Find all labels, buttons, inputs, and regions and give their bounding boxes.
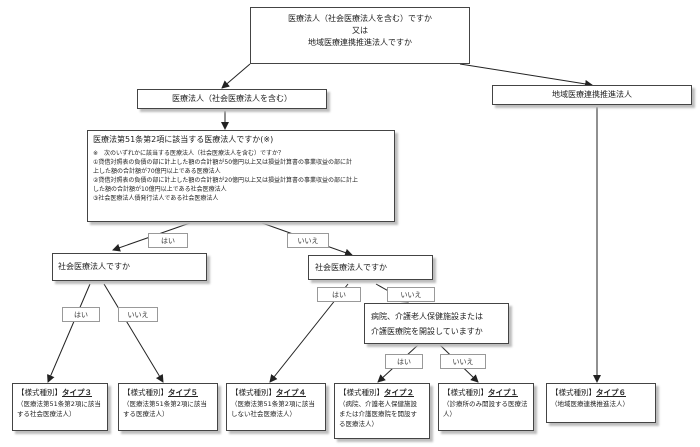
result-type6-note1: （地域医療連携推進法人）	[551, 400, 629, 408]
result-type5-note1: （医療法第51条第2項に該当	[123, 400, 207, 408]
result-type3-note1: （医療法第51条第2項に該当	[17, 400, 101, 408]
result-type2-note3: る医療法人）	[339, 420, 378, 428]
result-type5: 【様式種別】タイプ５ （医療法第51条第2項に該当 する医療法人）	[118, 383, 218, 431]
result-type2-note2: または介護医療院を開設す	[339, 410, 417, 418]
note-line: した額の合計額が10億円以上である社会医療法人	[93, 186, 227, 193]
label-no-social-right: いいえ	[387, 287, 435, 302]
question-top: 医療法人（社会医療法人を含む）ですか 又は 地域医療連携推進法人ですか	[250, 7, 470, 64]
result-type1-note2: 人）	[443, 410, 456, 418]
branch-medical-corporation-label: 医療法人（社会医療法人を含む）	[172, 94, 292, 103]
note-line: 上した額の合計額が70億円以上である医療法人	[93, 168, 221, 175]
branch-medical-corporation: 医療法人（社会医療法人を含む）	[137, 89, 327, 109]
question-social-left-label: 社会医療法人ですか	[58, 262, 130, 271]
result-type6: 【様式種別】タイプ６ （地域医療連携推進法人）	[546, 383, 656, 423]
result-type1-note1: （診療所のみ開設する医療法	[443, 400, 528, 408]
result-type4-note1: （医療法第51条第2項に該当	[231, 400, 315, 408]
note-line: ②貸借対照表の負債の部に計上した額の合計額が20億円以上又は損益計算書の事業収益…	[93, 177, 359, 184]
result-type1-type: タイプ１	[488, 388, 518, 397]
note-line: ※ 次のいずれかに該当する医療法人（社会医療法人を含む）ですか？	[93, 150, 285, 157]
question-hospital-line2: 介護医療院を開設していますか	[371, 327, 483, 336]
result-type5-prefix: 【様式種別】	[123, 388, 168, 397]
result-type3: 【様式種別】タイプ３ （医療法第51条第2項に該当 する社会医療法人）	[12, 383, 108, 431]
result-type2-type: タイプ２	[384, 388, 414, 397]
question-hospital-line1: 病院、介護老人保健施設または	[371, 312, 483, 321]
result-type4-note2: しない社会医療法人）	[231, 410, 296, 418]
branch-regional-alliance-label: 地域医療連携推進法人	[552, 90, 632, 99]
note-line: ①貸借対照表の負債の部に計上した額の合計額が50億円以上又は損益計算書の事業収益…	[93, 159, 353, 166]
result-type4-prefix: 【様式種別】	[231, 388, 276, 397]
result-type6-type: タイプ６	[596, 388, 626, 397]
question-social-right: 社会医療法人ですか	[308, 255, 433, 280]
question-hospital: 病院、介護老人保健施設または 介護医療院を開設していますか	[364, 303, 509, 344]
label-yes-main: はい	[148, 233, 188, 248]
result-type4: 【様式種別】タイプ４ （医療法第51条第2項に該当 しない社会医療法人）	[226, 383, 326, 431]
result-type4-type: タイプ４	[276, 388, 306, 397]
result-type5-type: タイプ５	[168, 388, 198, 397]
result-type6-prefix: 【様式種別】	[551, 388, 596, 397]
result-type5-note2: する医療法人）	[123, 410, 169, 418]
branch-regional-alliance: 地域医療連携推進法人	[492, 85, 692, 105]
result-type2-prefix: 【様式種別】	[339, 388, 384, 397]
label-yes-social-left: はい	[62, 307, 100, 322]
note-line: ③社会医療法人債発行法人である社会医療法人	[93, 195, 219, 202]
result-type3-type: タイプ３	[62, 388, 92, 397]
question-top-line3: 地域医療連携推進法人ですか	[308, 38, 412, 47]
question-top-line2: 又は	[352, 26, 368, 35]
result-type1-prefix: 【様式種別】	[443, 388, 488, 397]
result-type2-note1: （病院、介護老人保健施設	[339, 400, 417, 408]
label-yes-social-right: はい	[317, 287, 361, 302]
question-social-right-label: 社会医療法人ですか	[315, 263, 387, 272]
label-no-main: いいえ	[287, 233, 329, 248]
question-top-line1: 医療法人（社会医療法人を含む）ですか	[288, 14, 432, 23]
result-type3-prefix: 【様式種別】	[17, 388, 62, 397]
label-no-hospital: いいえ	[440, 354, 486, 369]
result-type2: 【様式種別】タイプ２ （病院、介護老人保健施設 または介護医療院を開設す る医療…	[334, 383, 430, 439]
result-type1: 【様式種別】タイプ１ （診療所のみ開設する医療法 人）	[438, 383, 534, 431]
question-article51: 医療法第51条第2項に該当する医療法人ですか(※) ※ 次のいずれかに該当する医…	[87, 130, 395, 222]
question-social-left: 社会医療法人ですか	[52, 253, 207, 281]
question-article51-title: 医療法第51条第2項に該当する医療法人ですか(※)	[93, 135, 274, 144]
label-yes-hospital: はい	[385, 354, 423, 369]
label-no-social-left: いいえ	[118, 307, 158, 322]
result-type3-note2: する社会医療法人）	[17, 410, 76, 418]
